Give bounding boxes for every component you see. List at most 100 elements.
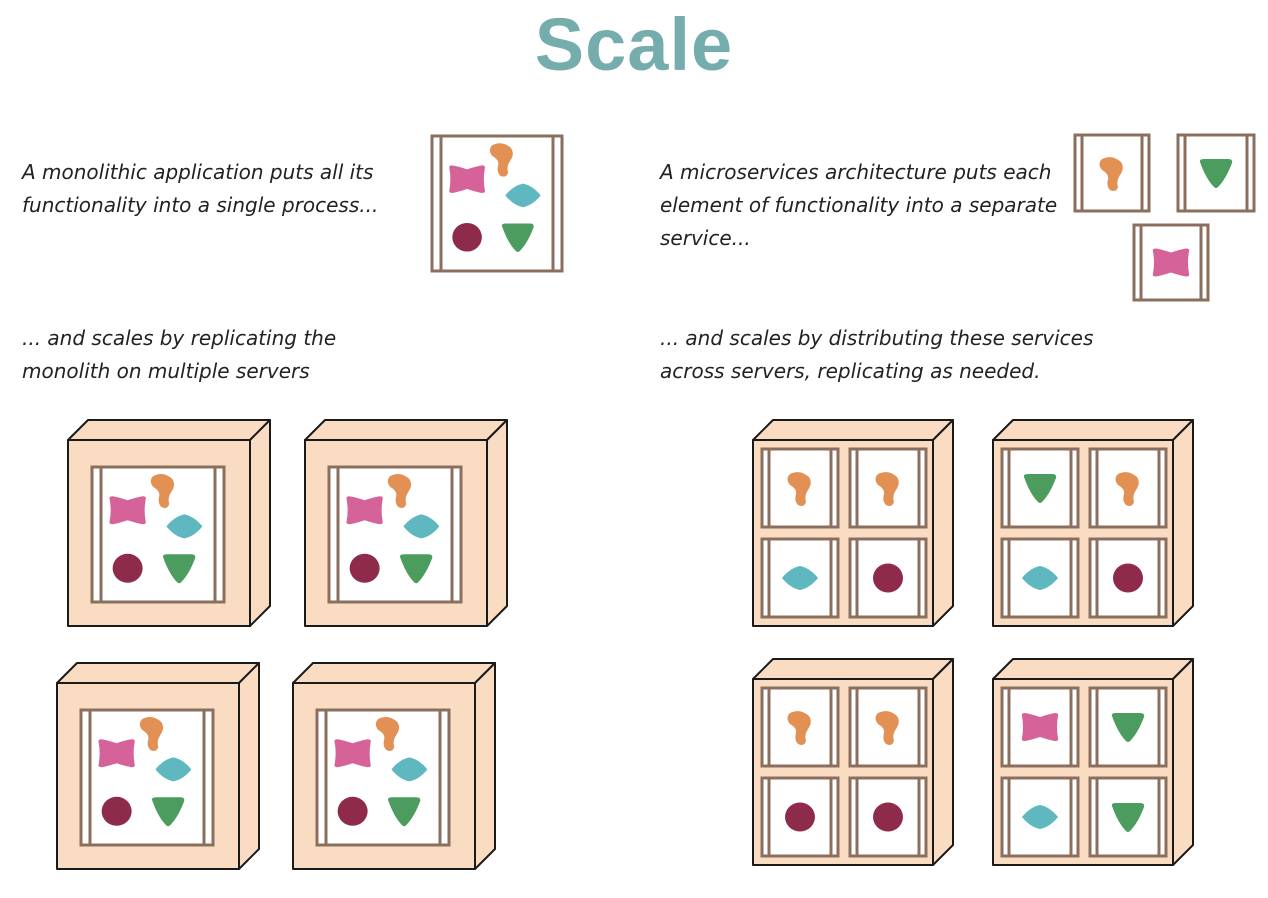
orange-blob-icon bbox=[150, 474, 175, 508]
server-side bbox=[932, 419, 954, 627]
pink-bowtie-icon bbox=[334, 739, 371, 768]
teal-diamond-icon bbox=[155, 757, 192, 782]
teal-diamond-icon bbox=[782, 566, 818, 590]
microservice-boxes bbox=[1073, 133, 1256, 302]
pink-bowtie-icon bbox=[346, 496, 383, 525]
microservice-box bbox=[1000, 537, 1080, 619]
server-side bbox=[238, 662, 260, 870]
microservice-box bbox=[848, 447, 928, 529]
server-top bbox=[752, 419, 954, 441]
teal-diamond-icon bbox=[505, 183, 541, 208]
maroon-circle-icon bbox=[452, 222, 482, 252]
pink-bowtie-icon bbox=[98, 739, 135, 768]
microservice-box bbox=[1088, 776, 1168, 858]
teal-diamond-icon bbox=[166, 514, 203, 539]
orange-blob-icon bbox=[875, 472, 899, 506]
monolith-process bbox=[430, 134, 564, 273]
orange-blob-icon bbox=[875, 711, 899, 745]
server-box bbox=[992, 658, 1194, 866]
microservice-box bbox=[760, 686, 840, 768]
microservice-box bbox=[760, 537, 840, 619]
microservice-box bbox=[848, 686, 928, 768]
microservice-box bbox=[1176, 133, 1256, 213]
monolith-process-box bbox=[430, 134, 564, 273]
microservice-box bbox=[1088, 686, 1168, 768]
monolith-scale-caption: ... and scales by replicating the monoli… bbox=[22, 326, 337, 383]
green-triangle-icon bbox=[1199, 159, 1233, 188]
server-top bbox=[752, 658, 954, 680]
green-triangle-icon bbox=[501, 223, 534, 253]
pink-bowtie-icon bbox=[1021, 713, 1059, 741]
server-box bbox=[292, 662, 496, 870]
microservice-box bbox=[1000, 776, 1080, 858]
server-side bbox=[932, 658, 954, 866]
maroon-circle-icon bbox=[349, 553, 380, 583]
microservices-scale-caption: ... and scales by distributing these ser… bbox=[660, 326, 1094, 383]
microservice-box bbox=[1000, 686, 1080, 768]
orange-blob-icon bbox=[375, 717, 400, 751]
server-box bbox=[752, 658, 954, 866]
orange-blob-icon bbox=[489, 143, 513, 177]
maroon-circle-icon bbox=[873, 802, 903, 832]
monolith-servers bbox=[56, 419, 508, 870]
microservice-box bbox=[1073, 133, 1151, 213]
orange-blob-icon bbox=[387, 474, 412, 508]
maroon-circle-icon bbox=[785, 802, 815, 832]
monolith-intro-caption: A monolithic application puts all its fu… bbox=[22, 160, 379, 217]
microservice-box bbox=[1000, 447, 1080, 529]
microservice-box bbox=[760, 447, 840, 529]
server-top bbox=[304, 419, 508, 441]
microservice-box bbox=[848, 776, 928, 858]
server-side bbox=[1172, 658, 1194, 866]
server-side bbox=[486, 419, 508, 627]
maroon-circle-icon bbox=[337, 796, 368, 826]
teal-diamond-icon bbox=[403, 514, 440, 539]
orange-blob-icon bbox=[139, 717, 164, 751]
pink-bowtie-icon bbox=[1152, 248, 1190, 277]
microservice-box bbox=[760, 776, 840, 858]
server-box bbox=[992, 419, 1194, 627]
maroon-circle-icon bbox=[112, 553, 143, 583]
frame-outer bbox=[760, 537, 840, 619]
server-box bbox=[752, 419, 954, 627]
pink-bowtie-icon bbox=[109, 496, 146, 525]
microservices-intro-caption: A microservices architecture puts each e… bbox=[660, 160, 1058, 250]
green-triangle-icon bbox=[1111, 803, 1145, 832]
monolith-process bbox=[90, 465, 226, 604]
microservice-servers bbox=[752, 419, 1194, 866]
monolith-process bbox=[315, 708, 451, 847]
server-top bbox=[292, 662, 496, 684]
server-side bbox=[1172, 419, 1194, 627]
maroon-circle-icon bbox=[873, 563, 903, 593]
maroon-circle-icon bbox=[1113, 563, 1143, 593]
server-top bbox=[56, 662, 260, 684]
orange-blob-icon bbox=[1115, 472, 1139, 506]
orange-blob-icon bbox=[1099, 157, 1123, 191]
page-title: Scale bbox=[534, 3, 734, 86]
server-top bbox=[67, 419, 271, 441]
microservice-box bbox=[848, 537, 928, 619]
green-triangle-icon bbox=[1111, 713, 1145, 742]
green-triangle-icon bbox=[1023, 474, 1057, 503]
monolith-process bbox=[327, 465, 463, 604]
monolith-process bbox=[79, 708, 215, 847]
pink-bowtie-icon bbox=[449, 165, 486, 193]
microservice-box bbox=[1088, 447, 1168, 529]
maroon-circle-icon bbox=[101, 796, 132, 826]
server-side bbox=[249, 419, 271, 627]
server-box bbox=[304, 419, 508, 627]
frame-outer bbox=[760, 447, 840, 529]
green-triangle-icon bbox=[399, 554, 433, 584]
server-top bbox=[992, 658, 1194, 680]
frame-outer bbox=[315, 708, 451, 847]
server-top bbox=[992, 419, 1194, 441]
orange-blob-icon bbox=[787, 711, 811, 745]
green-triangle-icon bbox=[151, 797, 185, 827]
teal-diamond-icon bbox=[1022, 566, 1058, 590]
server-box bbox=[56, 662, 260, 870]
microservice-box bbox=[1132, 223, 1210, 302]
server-box bbox=[67, 419, 271, 627]
microservice-box bbox=[1088, 537, 1168, 619]
green-triangle-icon bbox=[162, 554, 196, 584]
